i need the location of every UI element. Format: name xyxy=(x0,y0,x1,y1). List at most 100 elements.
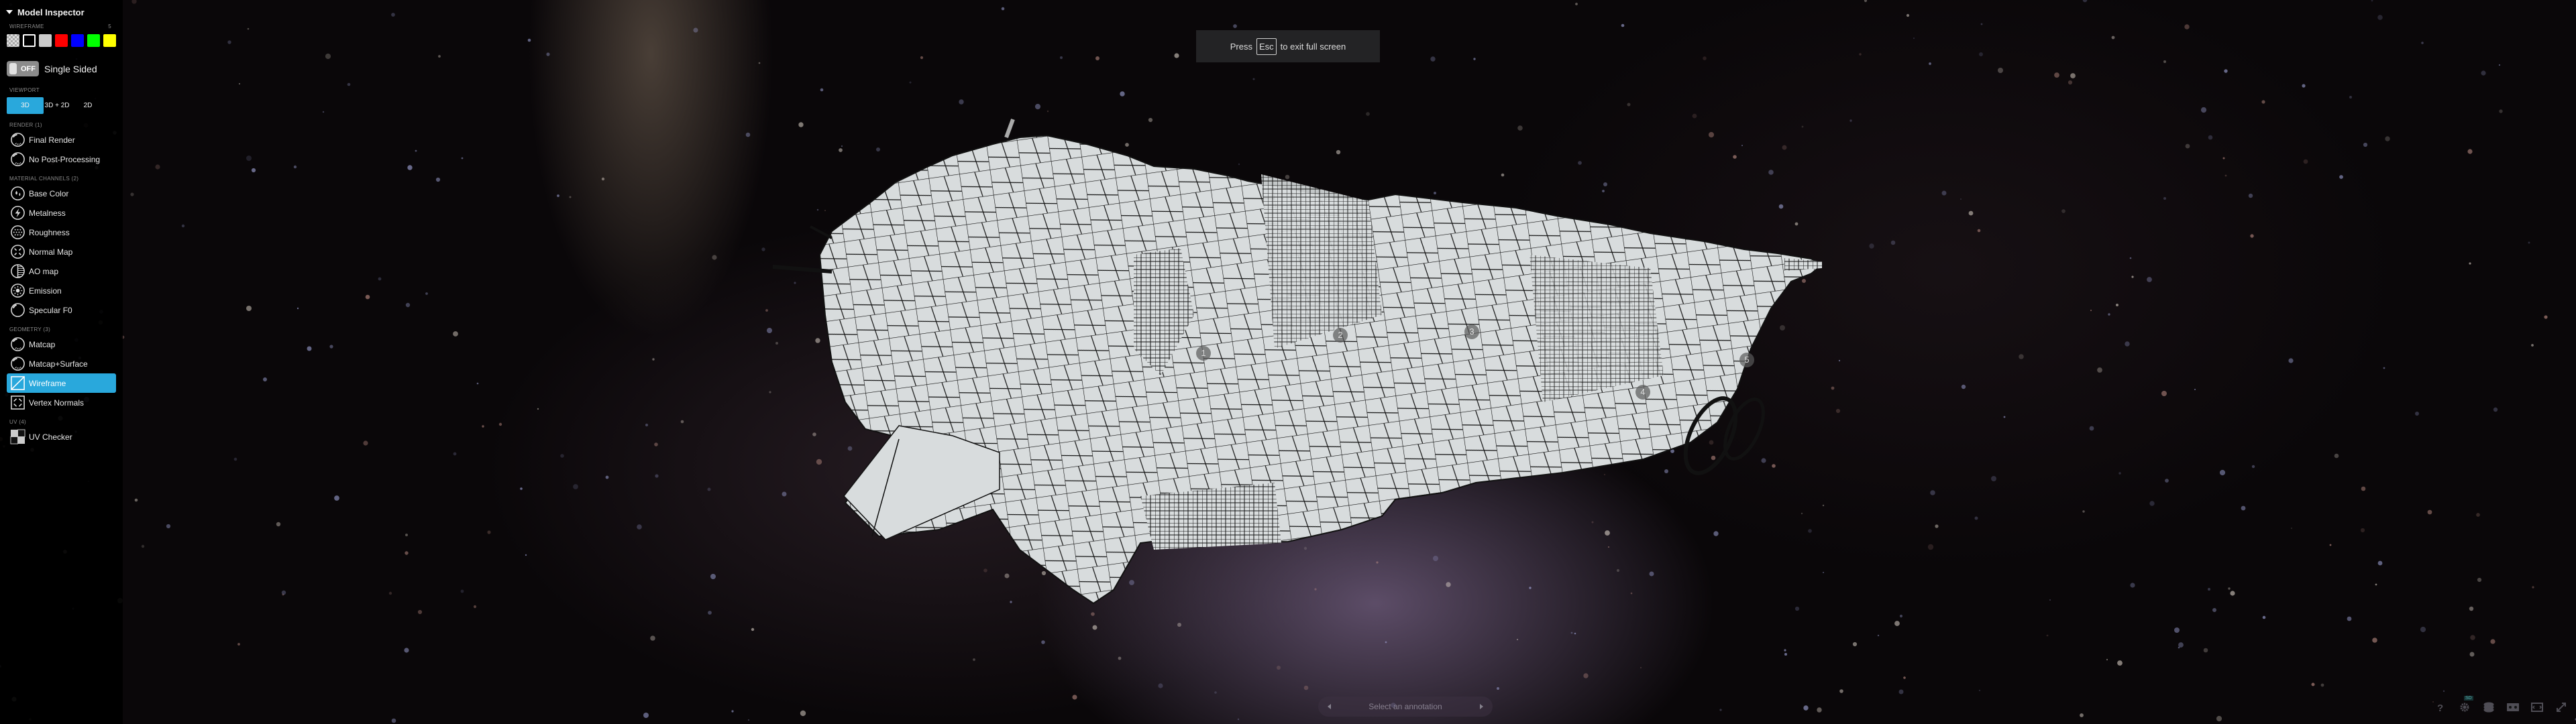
lightning-icon xyxy=(10,205,25,221)
mode-normal-map[interactable]: Normal Map xyxy=(7,242,116,261)
layers-button[interactable] xyxy=(2477,699,2501,715)
render-label: RENDER (1) xyxy=(9,122,42,128)
mode-label: Normal Map xyxy=(29,247,73,257)
mode-label: UV Checker xyxy=(29,432,72,442)
drops-icon xyxy=(10,186,25,201)
mode-wireframe[interactable]: Wireframe xyxy=(7,373,116,393)
single-sided-toggle[interactable]: OFF xyxy=(7,61,39,76)
mode-emission[interactable]: Emission xyxy=(7,281,116,300)
arrows-sphere-icon xyxy=(10,244,25,259)
mode-vertex-normals[interactable]: Vertex Normals xyxy=(7,393,116,412)
fit-view-button[interactable] xyxy=(2525,699,2549,715)
fullscreen-icon xyxy=(2557,703,2566,712)
mode-label: Roughness xyxy=(29,227,70,237)
fit-icon xyxy=(2531,703,2543,712)
single-sided-label: Single Sided xyxy=(44,63,97,74)
next-annotation-icon[interactable] xyxy=(1479,704,1483,709)
single-sided-row: OFF Single Sided xyxy=(0,61,123,76)
uv-label: UV (4) xyxy=(9,419,26,425)
viewport-2d-button[interactable]: 2D xyxy=(83,102,93,109)
viewport-3d-2d-button[interactable]: 3D + 2D xyxy=(44,102,70,109)
annotation-selector[interactable]: Select an annotation xyxy=(1368,702,1442,711)
annotation-hotspot-4[interactable]: 4 xyxy=(1635,385,1650,400)
vr-icon xyxy=(2507,703,2519,711)
wireframe-label: WIREFRAME xyxy=(9,23,44,29)
annotation-hotspot-3[interactable]: 3 xyxy=(1464,324,1479,339)
wireframe-opacity-value[interactable]: 5 xyxy=(108,23,111,29)
sphere-icon xyxy=(10,132,25,147)
glossy-sphere-icon xyxy=(10,302,25,318)
annotation-hotspot-1[interactable]: 1 xyxy=(1196,346,1211,361)
checker-icon xyxy=(10,429,25,444)
render-section-label: RENDER (1) xyxy=(0,122,123,128)
wireframe-color-blue[interactable] xyxy=(71,34,84,47)
quality-badge: SD xyxy=(2464,696,2473,701)
annotation-hotspot-2[interactable]: 2 xyxy=(1333,328,1348,343)
mode-base-color[interactable]: Base Color xyxy=(7,184,116,203)
material-channels-section-label: MATERIAL CHANNELS (2) xyxy=(0,176,123,182)
settings-button[interactable]: SD xyxy=(2453,696,2477,715)
viewport-mode-selector: 3D 3D + 2D 2D xyxy=(0,97,123,114)
fullscreen-button[interactable] xyxy=(2549,699,2573,715)
mode-label: Vertex Normals xyxy=(29,398,85,408)
mode-label: No Post-Processing xyxy=(29,154,101,164)
mode-specular-f0[interactable]: Specular F0 xyxy=(7,300,116,320)
mode-label: Wireframe xyxy=(29,378,66,388)
wireframe-color-yellow[interactable] xyxy=(103,34,116,47)
geometry-section-label: GEOMETRY (3) xyxy=(0,326,123,333)
viewer-toolbar: ? SD xyxy=(2428,696,2573,715)
geometry-label: GEOMETRY (3) xyxy=(9,326,51,333)
mode-matcap-surface[interactable]: Matcap+Surface xyxy=(7,354,116,373)
mode-no-post-processing[interactable]: No Post-Processing xyxy=(7,149,116,169)
help-button[interactable]: ? xyxy=(2428,699,2453,715)
mode-label: Emission xyxy=(29,286,62,296)
vr-button[interactable] xyxy=(2501,699,2525,715)
toggle-knob xyxy=(9,63,17,74)
layers-icon xyxy=(2483,702,2494,713)
help-icon: ? xyxy=(2437,703,2443,713)
mode-ao-map[interactable]: AO map xyxy=(7,261,116,281)
sun-sphere-icon xyxy=(10,283,25,298)
wireframe-color-red[interactable] xyxy=(55,34,68,47)
wireframe-section-label: WIREFRAME 5 xyxy=(0,23,123,29)
mode-roughness[interactable]: Roughness xyxy=(7,223,116,242)
settings-icon xyxy=(2460,703,2469,712)
sphere-icon xyxy=(10,152,25,167)
render-list: Final Render No Post-Processing xyxy=(0,130,123,169)
mode-label: Matcap xyxy=(29,339,56,349)
toast-text-after: to exit full screen xyxy=(1280,41,1346,52)
panel-title: Model Inspector xyxy=(17,7,85,17)
model-inspector-header[interactable]: Model Inspector xyxy=(0,5,123,19)
material-channels-label: MATERIAL CHANNELS (2) xyxy=(9,176,79,182)
mode-metalness[interactable]: Metalness xyxy=(7,203,116,223)
mode-matcap[interactable]: Matcap xyxy=(7,335,116,354)
uv-list: UV Checker xyxy=(0,427,123,446)
mode-final-render[interactable]: Final Render xyxy=(7,130,116,149)
wireframe-icon xyxy=(10,375,25,391)
wireframe-color-light-grey[interactable] xyxy=(39,34,52,47)
esc-key-hint: Esc xyxy=(1256,38,1277,55)
mode-label: Matcap+Surface xyxy=(29,359,88,369)
wireframe-color-black[interactable] xyxy=(23,34,36,47)
model-inspector-panel: Model Inspector WIREFRAME 5 OFF Single S… xyxy=(0,0,123,724)
annotation-hotspot-5[interactable]: 5 xyxy=(1739,353,1754,367)
previous-annotation-icon[interactable] xyxy=(1328,704,1331,709)
svg-text:?: ? xyxy=(2437,703,2443,713)
wireframe-color-green[interactable] xyxy=(87,34,100,47)
viewport-3d-button[interactable]: 3D xyxy=(7,97,44,114)
dotted-sphere-icon xyxy=(10,225,25,240)
wireframe-color-transparent[interactable] xyxy=(7,34,19,47)
mode-label: Specular F0 xyxy=(29,305,72,315)
mode-uv-checker[interactable]: UV Checker xyxy=(7,427,116,446)
mode-label: Final Render xyxy=(29,135,75,145)
sphere-icon xyxy=(10,356,25,371)
viewport-section-label: VIEWPORT xyxy=(0,87,123,93)
uv-section-label: UV (4) xyxy=(0,419,123,425)
annotation-navigator: Select an annotation xyxy=(1318,697,1493,717)
collapse-caret-icon xyxy=(6,10,13,14)
toast-text-before: Press xyxy=(1230,41,1252,52)
